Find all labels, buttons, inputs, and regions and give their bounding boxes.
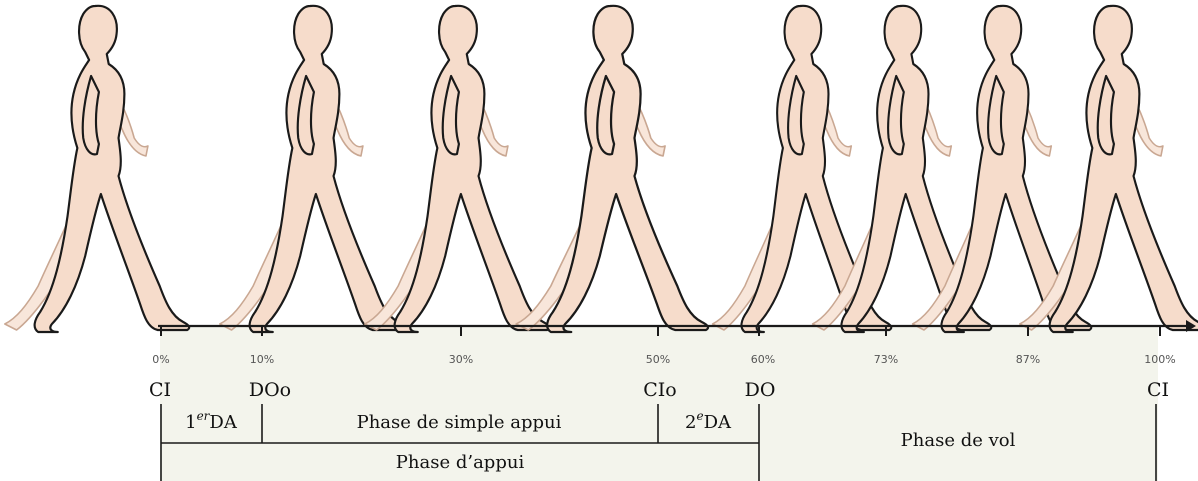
tick-label: 0% [152,353,169,366]
event-label-do: DO [745,379,776,401]
stance-phase-label: Phase d’appui [396,452,525,473]
event-label-ci-end: CI [1147,379,1169,401]
walking-figure-icon [220,6,404,332]
event-label-doo: DOo [249,379,291,401]
swing-phase-label: Phase de vol [901,430,1016,451]
single-support-phase-label: Phase de simple appui [357,412,562,433]
walking-figure-icon [516,6,708,332]
tick-label: 60% [751,353,775,366]
first-double-support-label: 1erDA [185,409,238,433]
walking-figure-icon [365,6,549,332]
walking-figure-icon [5,6,189,332]
tick-label: 87% [1016,353,1040,366]
tick-label: 100% [1144,353,1175,366]
tick-label: 73% [874,353,898,366]
second-double-support-label: 2eDA [685,409,732,433]
tick-label: 50% [646,353,670,366]
event-label-cio: CIo [643,379,676,401]
tick-label: 10% [250,353,274,366]
event-label-ci-start: CI [149,379,171,401]
tick-label: 30% [449,353,473,366]
phase-panel [160,326,1158,481]
